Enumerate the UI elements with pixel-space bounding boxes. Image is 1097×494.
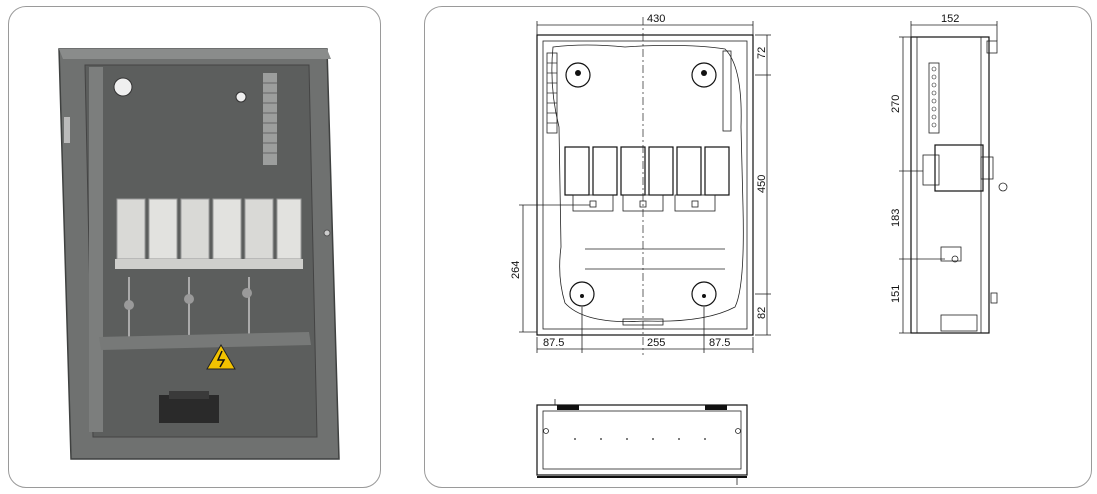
- dim-side-depth: 152: [941, 13, 959, 25]
- shelf-divider: [99, 332, 311, 350]
- bottom-view: [536, 399, 748, 485]
- terminal-lug-2: [184, 294, 194, 304]
- side-dimensions: 152 270 183 151: [890, 13, 998, 334]
- dim-right-offset: 87.5: [709, 337, 730, 349]
- dim-side-lower: 151: [890, 285, 902, 303]
- front-view: [536, 17, 754, 355]
- dim-top-margin: 72: [756, 47, 768, 59]
- terminal-lug-3: [242, 288, 252, 298]
- bottom-device: [159, 395, 219, 423]
- terminal-strip-slots: [263, 82, 277, 154]
- enclosure-top-lip: [59, 49, 331, 59]
- bottom-device-cap: [169, 391, 209, 399]
- enclosure-photo: [58, 48, 340, 460]
- mount-hole-top-left: [113, 77, 133, 97]
- left-rail: [89, 67, 103, 432]
- mount-hole-top-right: [235, 91, 247, 103]
- front-breakers: [564, 146, 730, 196]
- photo-panel: [8, 6, 381, 488]
- front-dimensions: 430 72 450 82 264 87.5 255 87.5: [510, 13, 771, 353]
- hinge: [64, 117, 70, 143]
- breaker-row: [115, 198, 303, 269]
- latch: [323, 229, 331, 237]
- terminal-lug-1: [124, 300, 134, 310]
- dim-mount-height: 264: [510, 261, 522, 279]
- drawing-panel: 430 72 450 82 264 87.5 255 87.5: [424, 6, 1092, 488]
- high-voltage-warning-icon: [206, 344, 236, 370]
- dim-side-upper: 270: [890, 95, 902, 113]
- technical-drawing: 430 72 450 82 264 87.5 255 87.5: [510, 13, 1008, 485]
- dim-mount-spacing: 255: [647, 337, 665, 349]
- dim-front-height: 450: [756, 175, 768, 193]
- dim-bottom-margin: 82: [756, 307, 768, 319]
- terminal-strip: [263, 73, 277, 165]
- dim-left-offset: 87.5: [543, 337, 564, 349]
- side-view: [910, 36, 1008, 334]
- dim-front-width: 430: [647, 13, 665, 25]
- dim-side-middle: 183: [890, 209, 902, 227]
